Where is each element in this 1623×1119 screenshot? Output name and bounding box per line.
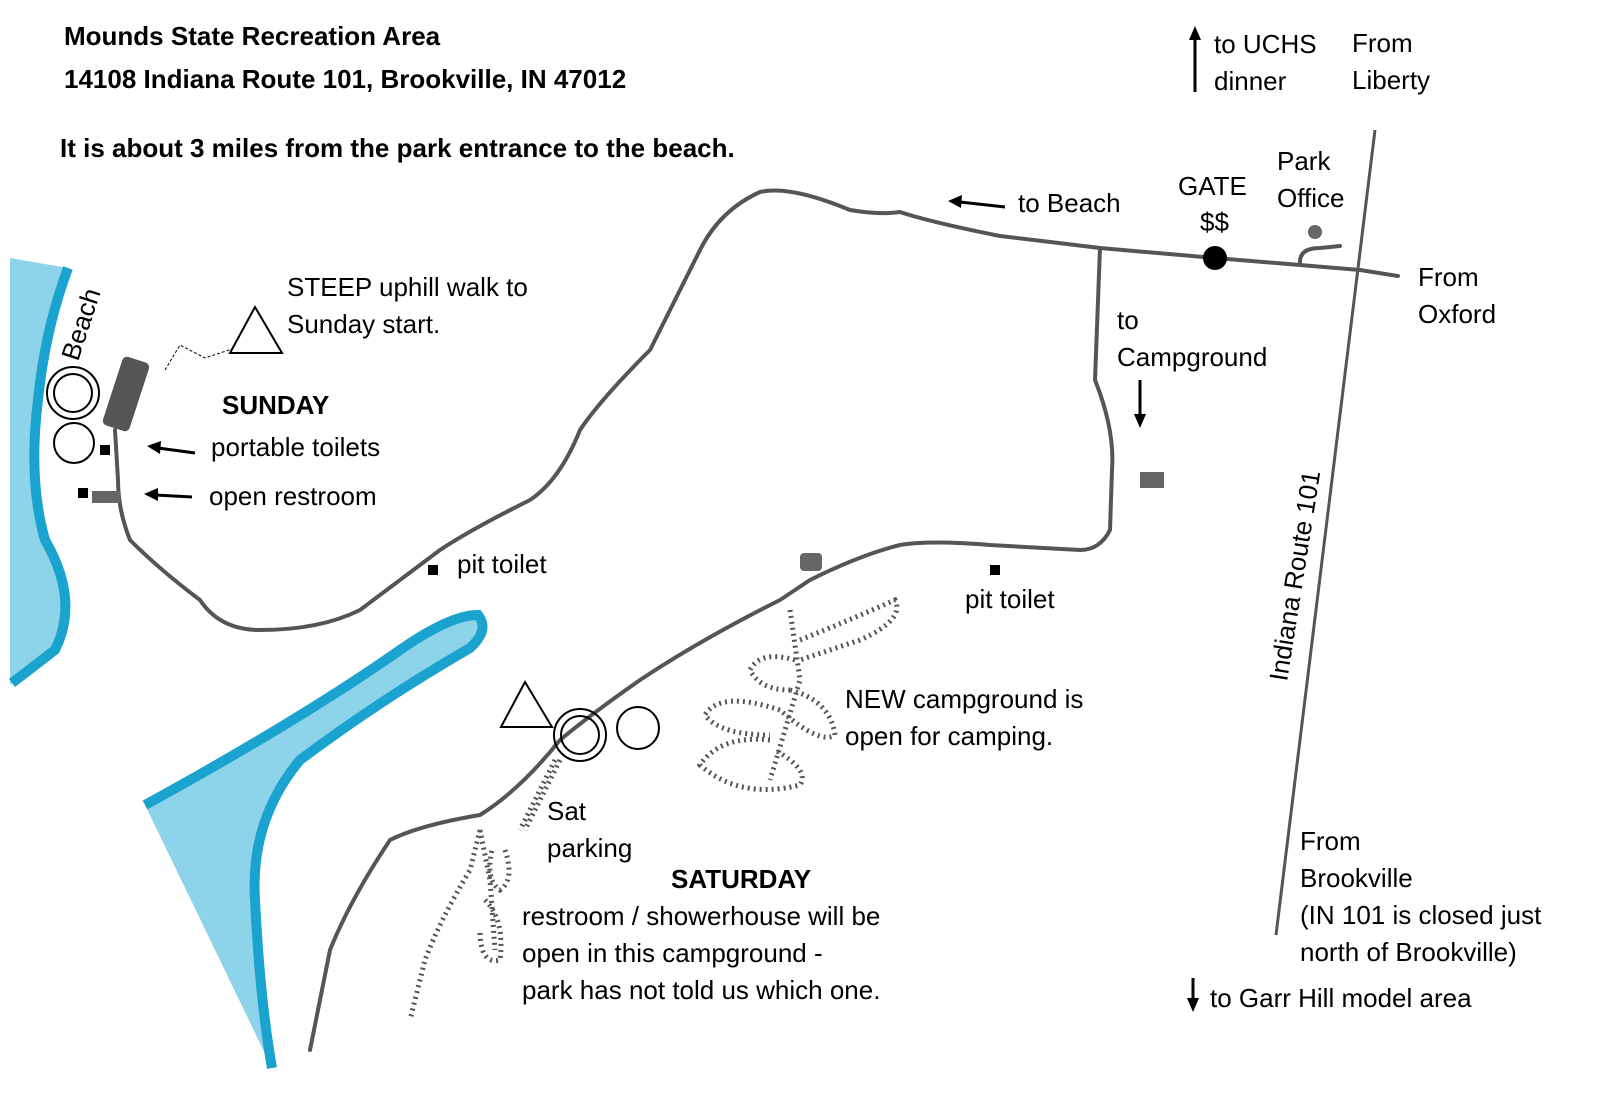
lake-west — [10, 258, 68, 685]
restroom-building — [92, 491, 120, 503]
arrow-left-icon — [948, 195, 1006, 209]
park-office-label: Park — [1277, 146, 1331, 176]
trail-to-sunday-start — [164, 344, 236, 371]
saturday-finish-circle-inner — [560, 715, 600, 755]
to-garr-hill-label: to Garr Hill model area — [1210, 983, 1472, 1013]
showerhouse-note: park has not told us which one. — [522, 975, 880, 1005]
showerhouse-note: open in this campground - — [522, 938, 823, 968]
pit-toilet-marker-2 — [990, 565, 1000, 575]
lake-south — [145, 615, 483, 1068]
campground-office — [1140, 472, 1164, 488]
road-to-campground — [308, 246, 1115, 1052]
sat-shelter — [800, 553, 822, 571]
road-closure-note: north of Brookville) — [1300, 937, 1517, 967]
road-to-beach — [113, 188, 1400, 632]
pit-toilet-label: pit toilet — [965, 584, 1055, 614]
route-label: Indiana Route 101 — [1263, 468, 1326, 683]
to-uchs-label: to UCHS — [1214, 29, 1317, 59]
restroom-marker — [78, 488, 88, 498]
saturday-finish-circle-outer — [553, 708, 607, 762]
from-liberty-label: From — [1352, 28, 1413, 58]
office-road — [1298, 244, 1342, 264]
arrow-left-icon — [144, 488, 193, 501]
sat-parking-label: Sat — [547, 796, 587, 826]
arrow-up-icon — [1189, 26, 1201, 92]
open-restroom-label: open restroom — [209, 481, 377, 511]
beach-parking-lot — [102, 356, 150, 432]
to-beach-label: to Beach — [1018, 188, 1121, 218]
saturday-heading: SATURDAY — [671, 864, 811, 894]
gate-marker — [1203, 246, 1227, 270]
sunday-finish-circle-outer — [46, 366, 100, 420]
portable-toilets-label: portable toilets — [211, 432, 380, 462]
to-uchs-label: dinner — [1214, 66, 1287, 96]
sat-parking-label: parking — [547, 833, 632, 863]
distance-note: It is about 3 miles from the park entran… — [60, 133, 735, 163]
park-office-icon — [1308, 225, 1322, 239]
shoreline-west — [8, 266, 73, 687]
saturday-start-triangle — [499, 679, 554, 728]
from-brookville-label: From — [1300, 826, 1361, 856]
pit-toilet-marker-1 — [428, 565, 438, 575]
sunday-heading: SUNDAY — [222, 390, 329, 420]
sunday-toilet-marker — [100, 445, 110, 455]
sunday-start-triangle — [228, 304, 284, 354]
map-address: 14108 Indiana Route 101, Brookville, IN … — [64, 64, 626, 94]
arrow-left-icon — [147, 441, 196, 455]
to-campground-label: to — [1117, 305, 1139, 335]
arrow-down-icon — [1187, 978, 1199, 1012]
gate-label: GATE — [1178, 171, 1247, 201]
steep-walk-note: Sunday start. — [287, 309, 440, 339]
shoreline-south — [142, 609, 488, 1069]
map-title: Mounds State Recreation Area — [64, 21, 441, 51]
saturday-circle — [616, 706, 660, 750]
from-liberty-label: Liberty — [1352, 65, 1430, 95]
road-closure-note: (IN 101 is closed just — [1300, 900, 1542, 930]
pit-toilet-label: pit toilet — [457, 549, 547, 579]
steep-walk-note: STEEP uphill walk to — [287, 272, 528, 302]
showerhouse-note: restroom / showerhouse will be — [522, 901, 880, 931]
to-campground-label: Campground — [1117, 342, 1267, 372]
from-oxford-label: Oxford — [1418, 299, 1496, 329]
new-campground-note: NEW campground is — [845, 684, 1083, 714]
indiana-route-101 — [1274, 129, 1377, 936]
arrow-down-icon — [1134, 380, 1146, 428]
sunday-circle — [53, 422, 95, 464]
from-oxford-label: From — [1418, 262, 1479, 292]
new-campground-note: open for camping. — [845, 721, 1053, 751]
from-brookville-label: Brookville — [1300, 863, 1413, 893]
sunday-finish-circle-inner — [53, 373, 93, 413]
gate-fee-label: $$ — [1200, 207, 1229, 237]
park-office-label: Office — [1277, 183, 1344, 213]
